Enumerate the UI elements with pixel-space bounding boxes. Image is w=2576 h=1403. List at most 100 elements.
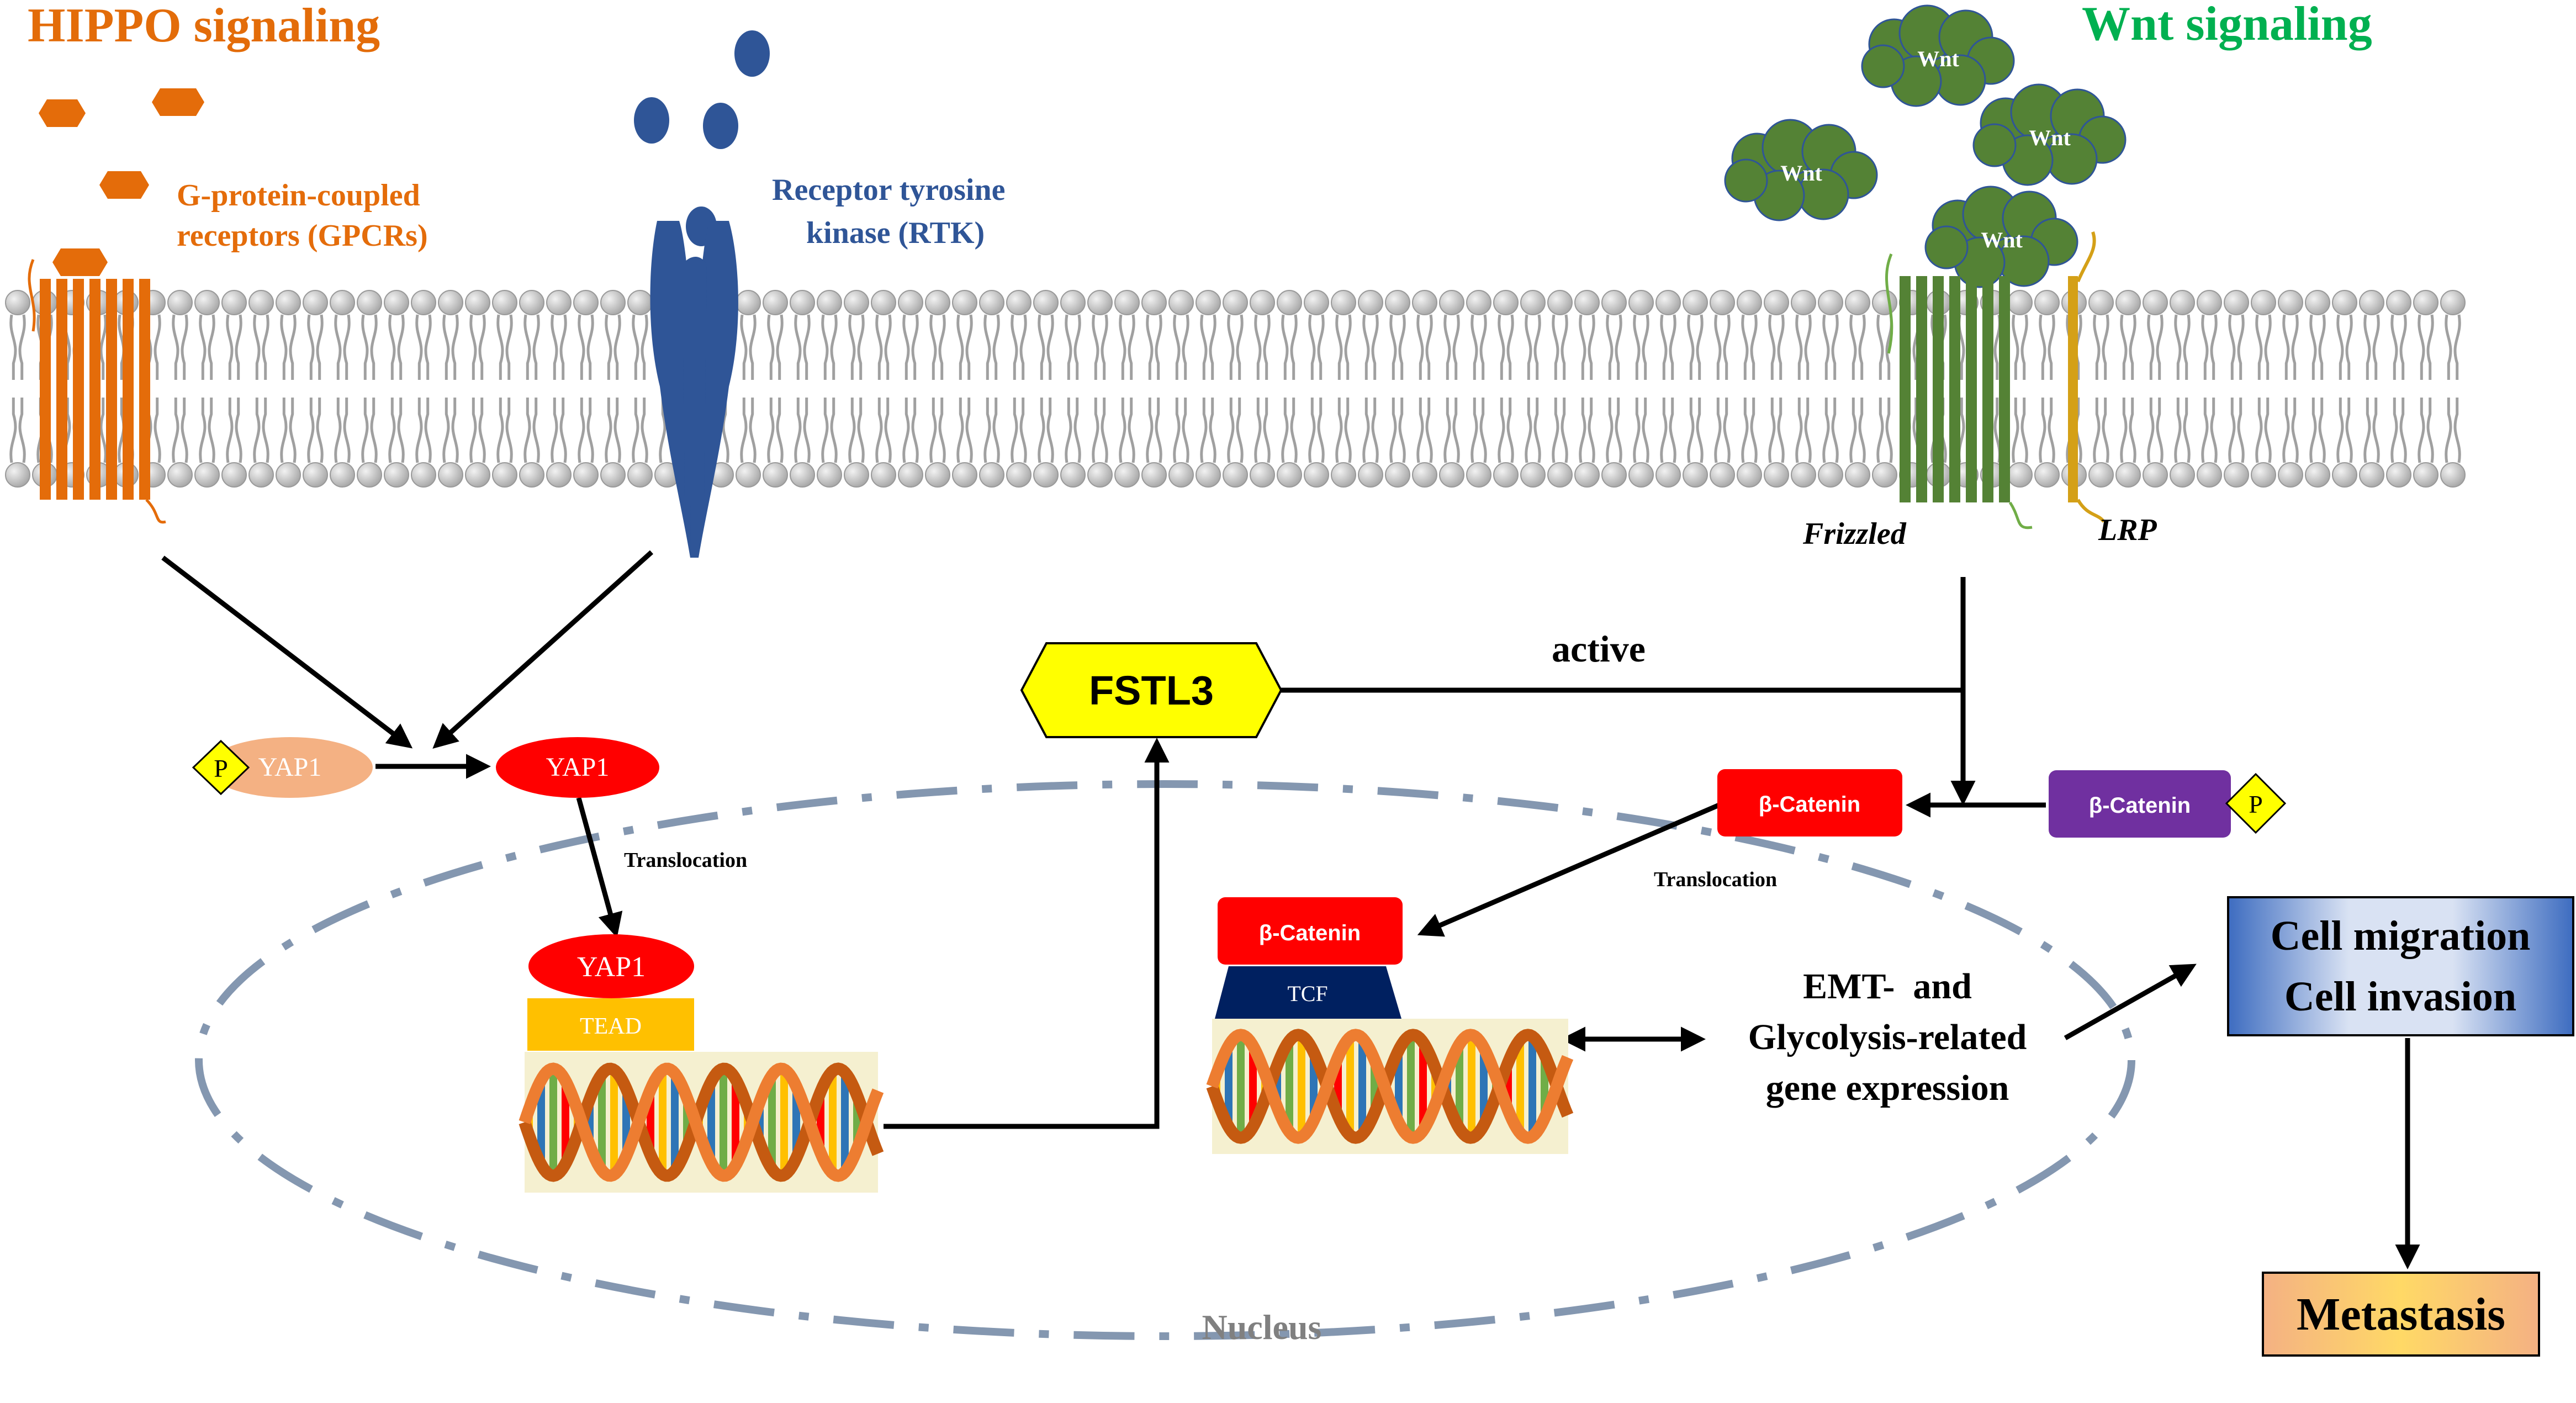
- lipid-tail: [2147, 398, 2155, 463]
- lipid-tail: [767, 398, 775, 463]
- lipid-tail: [1479, 314, 1487, 380]
- lipid-tail: [929, 398, 937, 463]
- lipid-head: [1872, 462, 1897, 488]
- lipid-head: [898, 462, 923, 488]
- lipid-head: [1439, 462, 1464, 488]
- lipid-tail: [1425, 398, 1433, 463]
- lipid-tail: [2039, 398, 2046, 463]
- lipid-tail: [1777, 398, 1785, 463]
- lipid-tail: [1398, 398, 1406, 463]
- lipid-head: [1277, 462, 1302, 488]
- lipid-tail: [1741, 314, 1749, 380]
- lipid-tail: [1849, 398, 1857, 463]
- lipid-tail: [1561, 398, 1568, 463]
- lipid-tail: [1308, 398, 1316, 463]
- lipid-head: [1818, 290, 1843, 315]
- lipid-tail: [1011, 314, 1018, 380]
- lipid-tail: [641, 314, 648, 380]
- lipid-tail: [172, 398, 179, 463]
- lipid-head: [1710, 290, 1735, 315]
- metastasis-label: Metastasis: [2297, 1289, 2505, 1340]
- lipid-head: [1493, 290, 1519, 315]
- lipid-tail: [1606, 398, 1614, 463]
- lipid-tail: [2372, 398, 2380, 463]
- lipid-tail: [2363, 398, 2371, 463]
- lipid-head: [1385, 290, 1410, 315]
- lipid-tail: [334, 314, 342, 380]
- bcat-translocation-arrow: [1417, 801, 1724, 937]
- lipid-tail: [280, 398, 288, 463]
- cell-membrane: [5, 290, 2466, 488]
- lipid-head: [1466, 462, 1491, 488]
- lipid-tail: [830, 314, 838, 380]
- lipid-tail: [334, 398, 342, 463]
- dna-helix-yap: [519, 1052, 884, 1193]
- lipid-tail: [496, 398, 504, 463]
- lipid-tail: [1687, 398, 1695, 463]
- lipid-head: [1683, 290, 1708, 315]
- lipid-tail: [2426, 314, 2434, 380]
- lipid-tail: [2183, 314, 2191, 380]
- lipid-tail: [2399, 314, 2407, 380]
- lipid-tail: [740, 398, 748, 463]
- lipid-tail: [181, 314, 188, 380]
- lipid-tail: [740, 314, 748, 380]
- lipid-tail: [1822, 398, 1830, 463]
- gpcr-ligand: [39, 99, 86, 127]
- yap1-node: YAP1: [496, 737, 659, 798]
- lipid-tail: [2255, 314, 2263, 380]
- lipid-head: [1737, 462, 1762, 488]
- lipid-tail: [632, 314, 639, 380]
- lipid-tail: [1065, 398, 1072, 463]
- gene-label-2: Glycolysis-related: [1748, 1017, 2027, 1057]
- lipid-tail: [505, 314, 513, 380]
- lipid-tail: [1525, 314, 1532, 380]
- lipid-tail: [1479, 398, 1487, 463]
- gene-to-cell-arrow: [2064, 963, 2197, 1040]
- lipid-head: [2115, 462, 2141, 488]
- rtk-ligand: [703, 103, 738, 149]
- nucleus-label: Nucleus: [1202, 1307, 1322, 1347]
- tcf-label: TCF: [1287, 981, 1327, 1006]
- lipid-head: [492, 290, 517, 315]
- lipid-tail: [199, 314, 207, 380]
- bcat-label: β-Catenin: [1759, 792, 1860, 817]
- lipid-tail: [1579, 398, 1586, 463]
- lipid-head: [2386, 462, 2411, 488]
- rtk-label-2: kinase (RTK): [806, 216, 985, 250]
- lipid-head: [1547, 290, 1573, 315]
- lipid-tail: [343, 398, 351, 463]
- lipid-head: [519, 290, 544, 315]
- lipid-tail: [1750, 398, 1758, 463]
- lipid-head: [573, 290, 599, 315]
- lipid-head: [438, 290, 463, 315]
- lipid-head: [1358, 290, 1383, 315]
- lipid-tail: [262, 398, 269, 463]
- lipid-head: [898, 290, 923, 315]
- frizzled-label: Frizzled: [1802, 517, 1907, 551]
- lipid-tail: [1227, 314, 1235, 380]
- lipid-head: [303, 462, 328, 488]
- lipid-tail: [496, 314, 504, 380]
- lipid-tail: [884, 398, 892, 463]
- lipid-tail: [551, 398, 558, 463]
- lipid-tail: [1173, 398, 1181, 463]
- frizzled-receptor: [1885, 253, 2033, 530]
- dna-helix-bcat: [1206, 1019, 1574, 1154]
- lipid-tail: [2201, 314, 2209, 380]
- lipid-tail: [1885, 398, 1893, 463]
- lipid-head: [248, 290, 274, 315]
- lipid-tail: [613, 314, 621, 380]
- bcat-phospho-label: β-Catenin: [2089, 793, 2191, 818]
- lipid-tail: [1101, 314, 1108, 380]
- lipid-head: [2386, 290, 2411, 315]
- lipid-tail: [2309, 314, 2317, 380]
- lipid-tail: [875, 314, 883, 380]
- yap1-phospho-label: YAP1: [258, 753, 322, 782]
- lipid-head: [1547, 462, 1573, 488]
- lipid-tail: [2255, 398, 2263, 463]
- cell-migration-label: Cell migration: [2271, 913, 2531, 959]
- lipid-tail: [181, 398, 188, 463]
- lipid-tail: [965, 314, 973, 380]
- gpcr-ligand: [152, 88, 204, 116]
